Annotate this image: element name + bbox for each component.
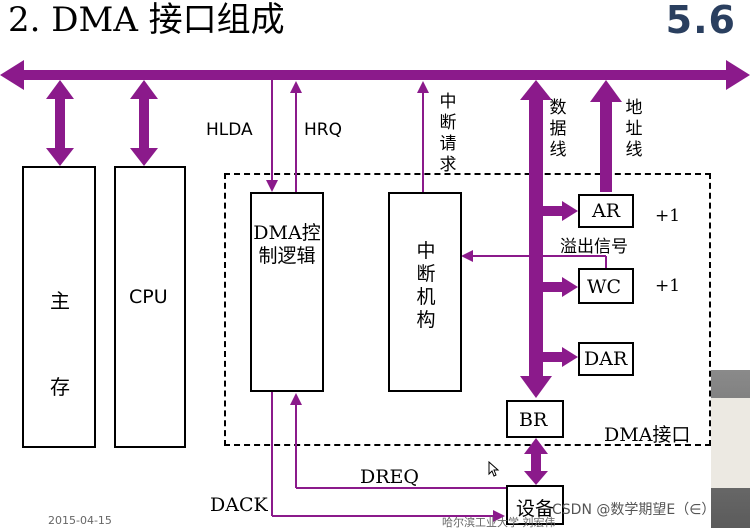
presenter-video-thumbnail <box>711 370 750 528</box>
hrq-label: HRQ <box>304 120 342 140</box>
br-label: BR <box>519 409 548 431</box>
ar-register: AR <box>578 194 634 228</box>
dar-label: DAR <box>584 348 628 370</box>
br-device-arrow <box>524 438 548 485</box>
dma-interface-boundary <box>224 173 711 446</box>
hlda-line <box>266 80 278 192</box>
slide-number: 5.6 <box>665 0 736 42</box>
csdn-watermark: CSDN @数学期望E（∈） <box>552 502 716 518</box>
data-bus-branches <box>543 201 578 367</box>
mouse-cursor-icon <box>488 461 500 477</box>
cpu-label: CPU <box>129 286 168 308</box>
interrupt-request-label: 中断请求 <box>439 92 457 175</box>
dack-line <box>271 392 505 522</box>
interrupt-request-line <box>417 81 429 192</box>
cpu-bus-arrow <box>130 80 158 166</box>
overflow-signal-label: 溢出信号 <box>560 237 628 257</box>
device-label: 设备 <box>516 498 555 520</box>
main-memory-label: 主存 <box>50 289 70 399</box>
dma-interface-label: DMA接口 <box>604 424 691 446</box>
data-line-label: 数据线 <box>549 98 567 160</box>
interrupt-mechanism-label: 中断机构 <box>416 240 436 331</box>
dreq-label: DREQ <box>360 466 419 488</box>
dreq-line <box>290 393 506 489</box>
dma-control-logic-box: DMA控制逻辑 <box>250 192 324 392</box>
br-register: BR <box>506 400 564 438</box>
address-bus <box>590 80 622 192</box>
hrq-line <box>290 81 302 192</box>
wc-increment-label: +1 <box>655 276 681 296</box>
data-bus <box>520 80 552 398</box>
cpu-box: CPU <box>114 166 186 448</box>
page-title: 2. DMA 接口组成 <box>8 0 285 40</box>
memory-bus-arrow <box>46 80 74 166</box>
system-bus <box>0 60 750 90</box>
device-box: 设备 <box>506 485 564 525</box>
interrupt-mechanism-box: 中断机构 <box>388 192 462 392</box>
footer-university: 哈尔滨工业大学 刘宏伟 <box>442 516 556 529</box>
ar-label: AR <box>592 200 621 222</box>
address-line-label: 地址线 <box>625 98 643 160</box>
dma-control-logic-label: DMA控制逻辑 <box>253 222 321 267</box>
dar-register: DAR <box>578 342 634 376</box>
ar-increment-label: +1 <box>655 206 681 226</box>
wc-label: WC <box>587 276 622 298</box>
dack-label: DACK <box>210 494 268 516</box>
wc-register: WC <box>578 268 634 304</box>
main-memory-box: 主存 <box>22 166 96 448</box>
overflow-signal-line <box>461 250 607 268</box>
footer-date: 2015-04-15 <box>48 514 112 527</box>
hlda-label: HLDA <box>206 120 253 140</box>
